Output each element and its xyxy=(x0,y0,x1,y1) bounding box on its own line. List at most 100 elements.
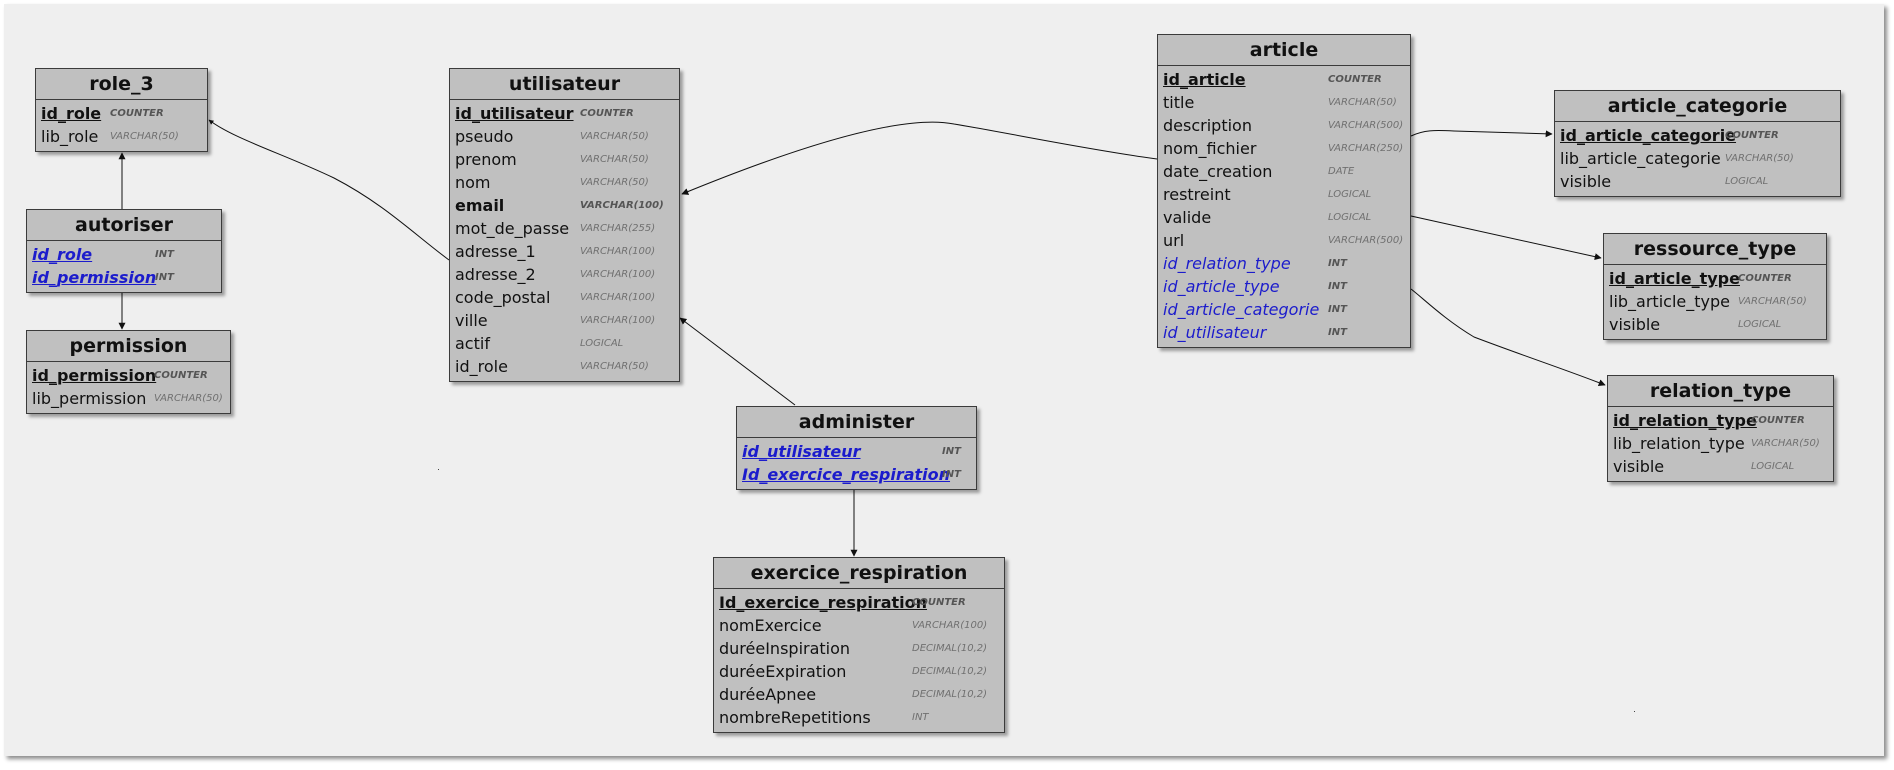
field-type: COUNTER xyxy=(1738,273,1792,284)
field-name: code_postal xyxy=(455,288,551,307)
field-type: VARCHAR(50) xyxy=(1751,438,1820,449)
field-type: COUNTER xyxy=(154,370,208,381)
field-type: VARCHAR(500) xyxy=(1328,120,1404,131)
field-name: id_permission xyxy=(32,366,157,385)
field-name: description xyxy=(1163,116,1252,135)
link-article-ressource_type xyxy=(1410,215,1602,261)
field-name: date_creation xyxy=(1163,162,1273,181)
field-row[interactable]: nom VARCHAR(50) xyxy=(450,171,679,194)
field-row[interactable]: code_postal VARCHAR(100) xyxy=(450,286,679,309)
field-name: lib_article_type xyxy=(1609,292,1730,311)
field-type: DATE xyxy=(1328,166,1355,177)
field-name: ville xyxy=(455,311,488,330)
link-article-relation_type xyxy=(1410,288,1606,386)
field-name: adresse_2 xyxy=(455,265,536,284)
field-name: id_permission xyxy=(32,268,157,287)
field-name: nom xyxy=(455,173,491,192)
field-type: VARCHAR(255) xyxy=(580,223,656,234)
field-type: VARCHAR(50) xyxy=(1725,153,1794,164)
field-row[interactable]: date_creation DATE xyxy=(1158,160,1410,183)
field-type: VARCHAR(50) xyxy=(580,154,649,165)
stray-dot xyxy=(1634,711,1635,712)
entity-title: permission xyxy=(27,331,230,362)
field-name: duréeExpiration xyxy=(719,662,847,681)
field-name: nom_fichier xyxy=(1163,139,1257,158)
field-type: VARCHAR(50) xyxy=(1328,97,1397,108)
field-type: VARCHAR(100) xyxy=(912,620,988,631)
field-type: VARCHAR(100) xyxy=(580,292,656,303)
field-type: COUNTER xyxy=(1751,415,1805,426)
field-type: COUNTER xyxy=(1725,130,1779,141)
field-name: id_utilisateur xyxy=(1163,323,1267,342)
field-type: INT xyxy=(155,249,174,260)
link-administer-utilisateur xyxy=(679,317,796,406)
field-type: LOGICAL xyxy=(1725,176,1769,187)
field-name: visible xyxy=(1613,457,1665,476)
link-article-article_categorie xyxy=(1410,130,1553,138)
field-type: INT xyxy=(1328,281,1347,292)
field-type: VARCHAR(50) xyxy=(580,177,649,188)
field-row[interactable]: description VARCHAR(500) xyxy=(1158,114,1410,137)
field-type: DECIMAL(10,2) xyxy=(912,643,988,654)
field-type: VARCHAR(50) xyxy=(110,131,179,142)
field-type: INT xyxy=(155,272,174,283)
field-name: restreint xyxy=(1163,185,1231,204)
